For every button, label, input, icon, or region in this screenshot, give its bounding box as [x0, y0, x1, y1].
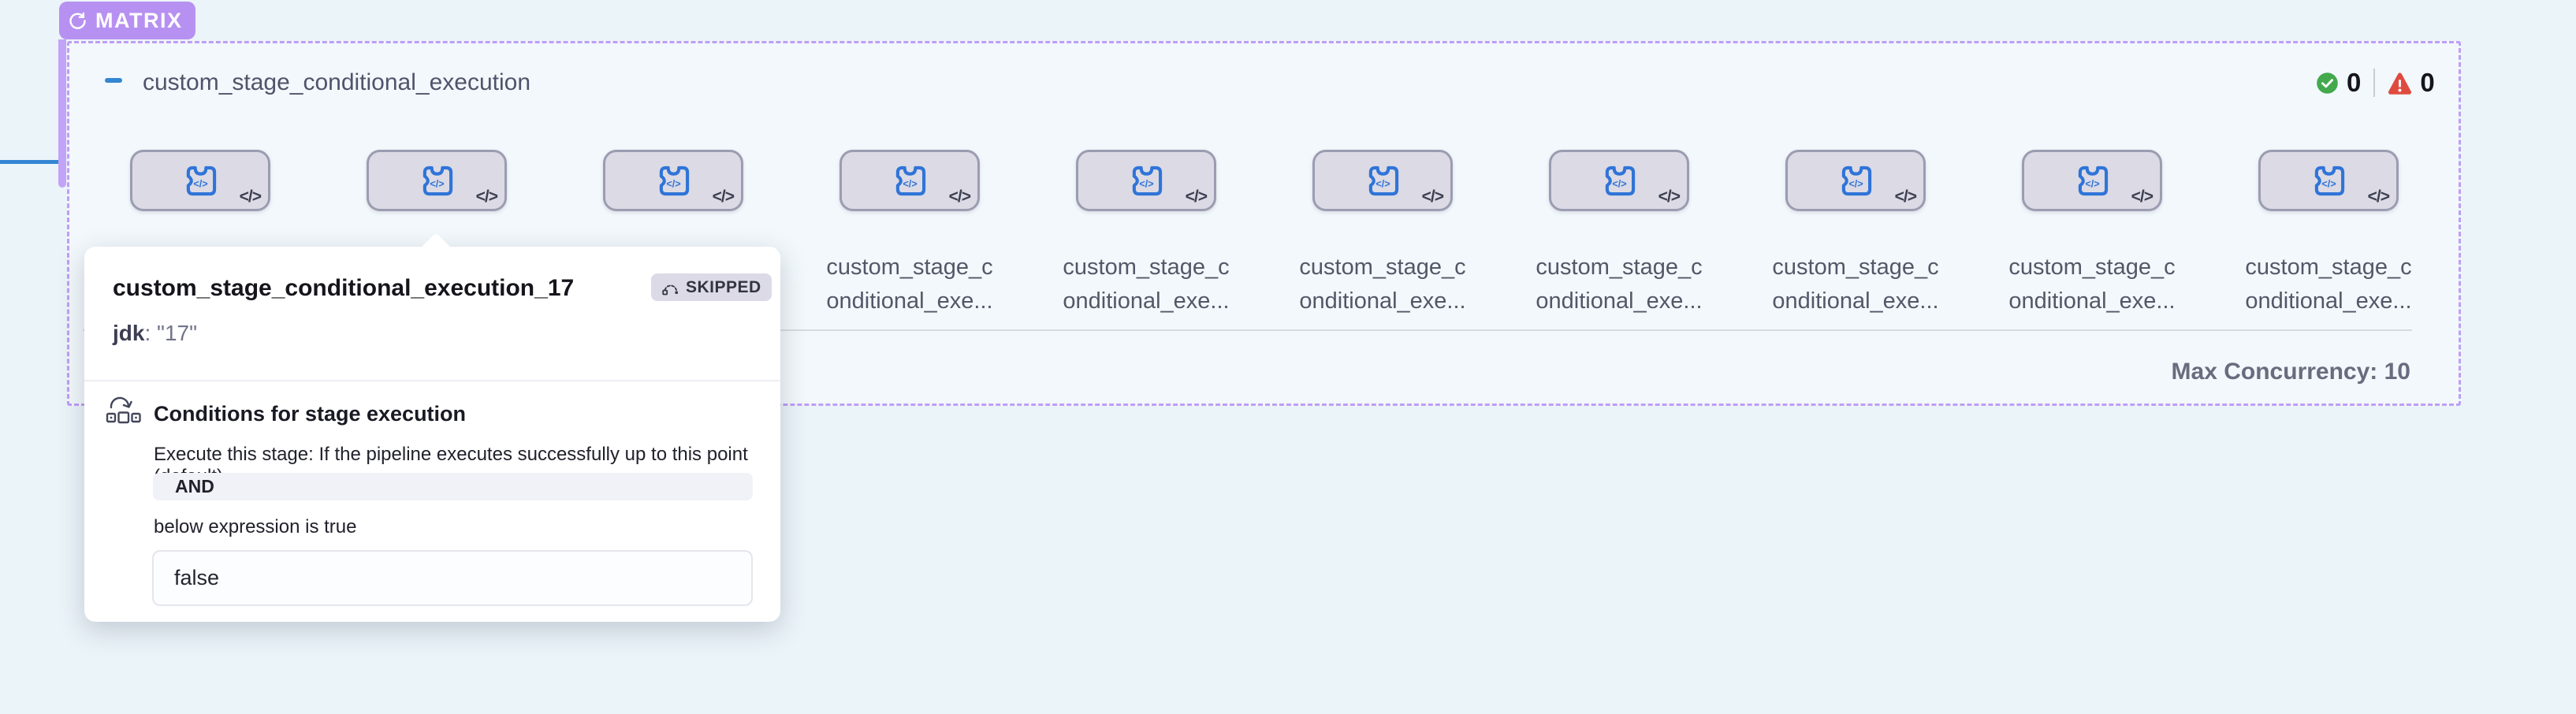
code-glyph: </> — [475, 188, 498, 206]
stage-label: custom_stage_c onditional_exe... — [1040, 251, 1253, 318]
custom-stage-icon: </> — [186, 165, 216, 195]
code-glyph: </> — [2367, 188, 2390, 206]
svg-text:</>: </> — [1375, 178, 1390, 189]
matrix-stage-card[interactable]: </> </> custom_stage_c onditional_exe... — [353, 150, 520, 314]
custom-stage-icon: </> — [659, 165, 689, 195]
stage-label: custom_stage_c onditional_exe... — [2222, 251, 2435, 318]
svg-text:</>: </> — [2085, 178, 2099, 189]
code-glyph: </> — [239, 188, 262, 206]
code-glyph: </> — [1185, 188, 1208, 206]
svg-text:</>: </> — [1139, 178, 1153, 189]
stage-label-line2: onditional_exe... — [1299, 288, 1466, 314]
matrix-stage-card[interactable]: </> </> custom_stage_c onditional_exe... — [117, 150, 284, 314]
code-glyph: </> — [1658, 188, 1681, 206]
matrix-stage-card[interactable]: </> </> custom_stage_c onditional_exe... — [1299, 150, 1466, 314]
loop-icon — [69, 12, 86, 29]
svg-text:</>: </> — [430, 178, 444, 189]
matrix-stage-card[interactable]: </> </> custom_stage_c onditional_exe... — [2245, 150, 2412, 314]
code-glyph: </> — [2131, 188, 2153, 206]
stage-label-line1: custom_stage_c — [826, 255, 993, 280]
error-count: 0 — [2420, 68, 2435, 97]
matrix-left-accent-bar — [58, 39, 66, 188]
stage-label: custom_stage_c onditional_exe... — [1749, 251, 1962, 318]
collapse-matrix-button[interactable] — [105, 78, 122, 83]
status-separator — [2373, 69, 2376, 97]
stage-label-line1: custom_stage_c — [2008, 255, 2176, 280]
matrix-status-counts: 0 0 — [2316, 68, 2435, 98]
stage-label-line2: onditional_exe... — [1063, 288, 1230, 314]
code-glyph: </> — [1421, 188, 1444, 206]
condition-operator-bar: AND — [153, 473, 753, 500]
stage-details-popover: custom_stage_conditional_execution_17 SK… — [84, 232, 780, 622]
matrix-stage-card[interactable]: </> </> custom_stage_c onditional_exe... — [826, 150, 993, 314]
expression-caption: below expression is true — [154, 516, 357, 537]
stage-label: custom_stage_c onditional_exe... — [1276, 251, 1489, 318]
matrix-stage-card[interactable]: </> </> custom_stage_c onditional_exe... — [1063, 150, 1230, 314]
success-check-icon — [2317, 72, 2338, 94]
stage-label: custom_stage_c onditional_exe... — [1986, 251, 2198, 318]
custom-stage-icon: </> — [1132, 165, 1162, 195]
stage-label-line2: onditional_exe... — [2245, 288, 2412, 314]
svg-text:</>: </> — [1848, 178, 1863, 189]
matrix-stage-card[interactable]: </> </> custom_stage_c onditional_exe... — [1772, 150, 1939, 314]
jdk-key: jdk — [113, 321, 145, 345]
popover-divider — [84, 380, 780, 381]
matrix-badge[interactable]: MATRIX — [59, 2, 195, 39]
skipped-icon — [662, 284, 678, 295]
jdk-parameter: jdk: "17" — [113, 321, 197, 346]
stage-label-line2: onditional_exe... — [2008, 288, 2176, 314]
matrix-badge-label: MATRIX — [95, 8, 183, 32]
code-glyph: </> — [712, 188, 735, 206]
stage-label-line1: custom_stage_c — [2245, 255, 2412, 280]
svg-text:</>: </> — [193, 178, 207, 189]
matrix-stage-card[interactable]: </> </> custom_stage_c onditional_exe... — [1536, 150, 1703, 314]
code-glyph: </> — [1894, 188, 1917, 206]
expression-value-field[interactable]: false — [152, 550, 753, 606]
stage-label-line2: onditional_exe... — [1536, 288, 1703, 314]
stage-label: custom_stage_c onditional_exe... — [803, 251, 1016, 318]
stage-label-line1: custom_stage_c — [1772, 255, 1939, 280]
stage-label-line2: onditional_exe... — [826, 288, 993, 314]
skipped-label: SKIPPED — [686, 277, 761, 296]
custom-stage-icon: </> — [1841, 165, 1871, 195]
svg-text:</>: </> — [1612, 178, 1626, 189]
conditions-heading: Conditions for stage execution — [154, 402, 467, 426]
custom-stage-icon: </> — [2078, 165, 2108, 195]
custom-stage-icon: </> — [423, 165, 452, 195]
stage-label: custom_stage_c onditional_exe... — [1513, 251, 1725, 318]
popover-stage-title: custom_stage_conditional_execution_17 — [113, 275, 575, 301]
stage-label-line1: custom_stage_c — [1299, 255, 1466, 280]
svg-text:</>: </> — [903, 178, 917, 189]
stage-label-line1: custom_stage_c — [1536, 255, 1703, 280]
success-count: 0 — [2347, 68, 2362, 97]
jdk-value: : "17" — [144, 321, 198, 345]
footer-divider — [83, 329, 2412, 331]
matrix-title: custom_stage_conditional_execution — [143, 69, 530, 95]
code-glyph: </> — [948, 188, 971, 206]
error-warning-icon — [2388, 72, 2412, 95]
pipeline-connector-line — [0, 160, 65, 164]
stage-label-line2: onditional_exe... — [1772, 288, 1939, 314]
custom-stage-icon: </> — [1605, 165, 1635, 195]
matrix-stage-card[interactable]: </> </> custom_stage_c onditional_exe... — [590, 150, 757, 314]
custom-stage-icon: </> — [1368, 165, 1398, 195]
matrix-stage-card[interactable]: </> </> custom_stage_c onditional_exe... — [2008, 150, 2176, 314]
custom-stage-icon: </> — [2314, 165, 2344, 195]
stage-label-line1: custom_stage_c — [1063, 255, 1230, 280]
max-concurrency-label: Max Concurrency: 10 — [2171, 359, 2410, 385]
custom-stage-icon: </> — [895, 165, 925, 195]
svg-text:</>: </> — [666, 178, 680, 189]
skipped-status-badge: SKIPPED — [651, 273, 772, 301]
conditional-execution-icon — [106, 396, 141, 424]
svg-text:</>: </> — [2321, 178, 2336, 189]
